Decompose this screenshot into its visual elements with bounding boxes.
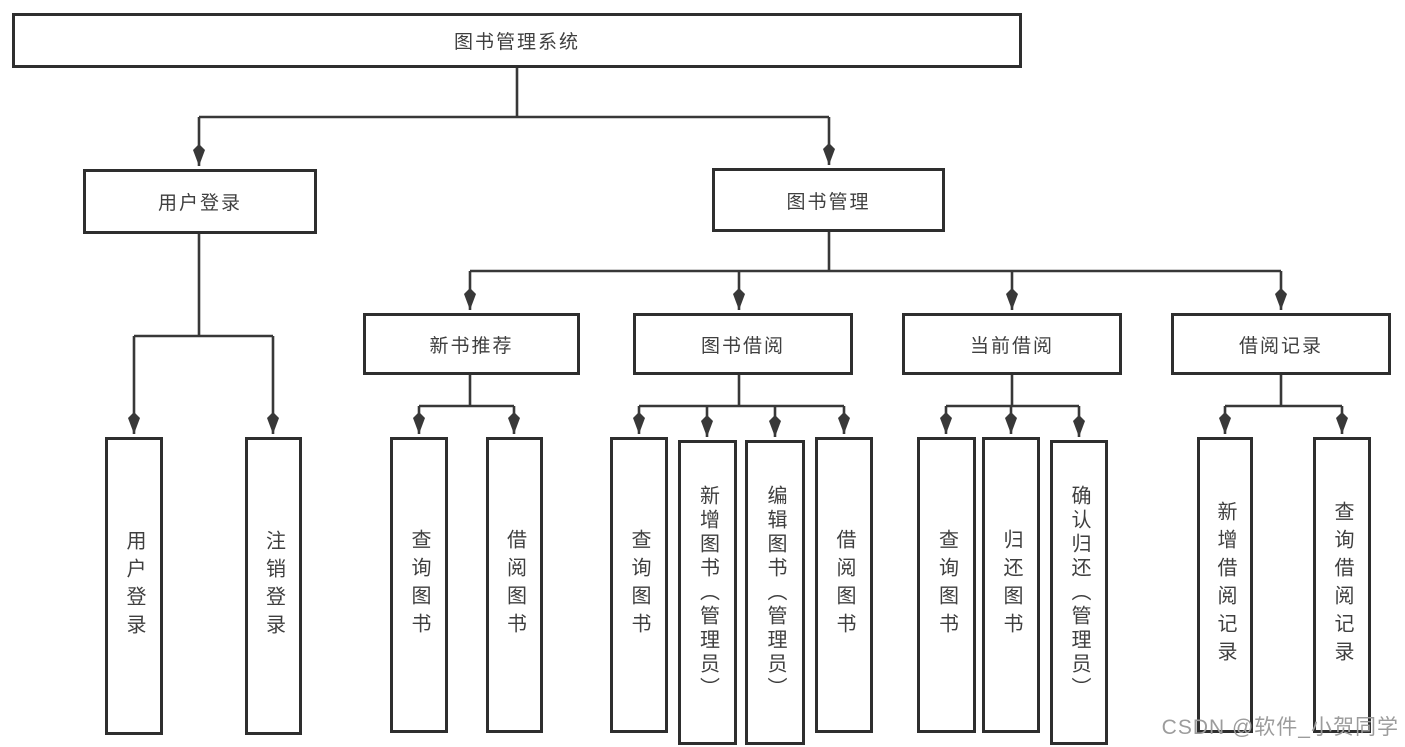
node-label: 借阅记录 — [1238, 335, 1323, 357]
node-borrowing-records: 借阅记录 — [1171, 313, 1391, 375]
leaf-confirm-return-admin: 确认归还（管理员） — [1050, 440, 1108, 745]
node-label: 借阅图书 — [833, 529, 855, 641]
leaf-borrow-books: 借阅图书 — [486, 437, 543, 733]
leaf-query-books: 查询图书 — [390, 437, 448, 733]
leaf-return-books: 归还图书 — [982, 437, 1040, 733]
node-label: 归还图书 — [1000, 529, 1022, 641]
node-label: 确认归还（管理员） — [1068, 484, 1090, 701]
node-label: 新增借阅记录 — [1214, 501, 1236, 669]
csdn-watermark: CSDN @软件_小贺同学 — [1161, 716, 1399, 739]
leaf-add-books-admin: 新增图书（管理员） — [678, 440, 737, 745]
node-label: 用户登录 — [157, 193, 242, 214]
node-current-borrowing: 当前借阅 — [902, 313, 1122, 375]
node-label: 图书借阅 — [700, 335, 785, 357]
node-label: 当前借阅 — [969, 335, 1054, 357]
leaf-query-borrow-record: 查询借阅记录 — [1313, 437, 1371, 733]
node-label: 注销登录 — [262, 530, 285, 642]
node-label: 查询图书 — [935, 529, 958, 641]
leaf-query-books: 查询图书 — [917, 437, 976, 733]
node-label: 用户登录 — [123, 530, 145, 642]
node-label: 查询借阅记录 — [1331, 501, 1353, 669]
node-label: 图书管理 — [786, 191, 871, 213]
node-label: 借阅图书 — [503, 529, 526, 641]
node-new-book-recommend: 新书推荐 — [363, 313, 580, 375]
node-label: 图书管理系统 — [453, 32, 580, 53]
leaf-query-books: 查询图书 — [610, 437, 668, 733]
node-label: 编辑图书（管理员） — [764, 484, 786, 701]
node-label: 新增图书（管理员） — [696, 484, 719, 701]
leaf-user-login: 用户登录 — [105, 437, 163, 735]
leaf-logout: 注销登录 — [245, 437, 302, 735]
node-book-management: 图书管理 — [712, 168, 945, 232]
node-root-library-system: 图书管理系统 — [12, 13, 1022, 68]
node-label: 查询图书 — [628, 529, 650, 641]
leaf-edit-books-admin: 编辑图书（管理员） — [745, 440, 805, 745]
node-user-login: 用户登录 — [83, 169, 317, 234]
leaf-borrow-books: 借阅图书 — [815, 437, 873, 733]
node-label: 新书推荐 — [429, 335, 514, 357]
node-book-borrowing: 图书借阅 — [633, 313, 853, 375]
node-label: 查询图书 — [408, 529, 430, 641]
leaf-add-borrow-record: 新增借阅记录 — [1197, 437, 1253, 733]
